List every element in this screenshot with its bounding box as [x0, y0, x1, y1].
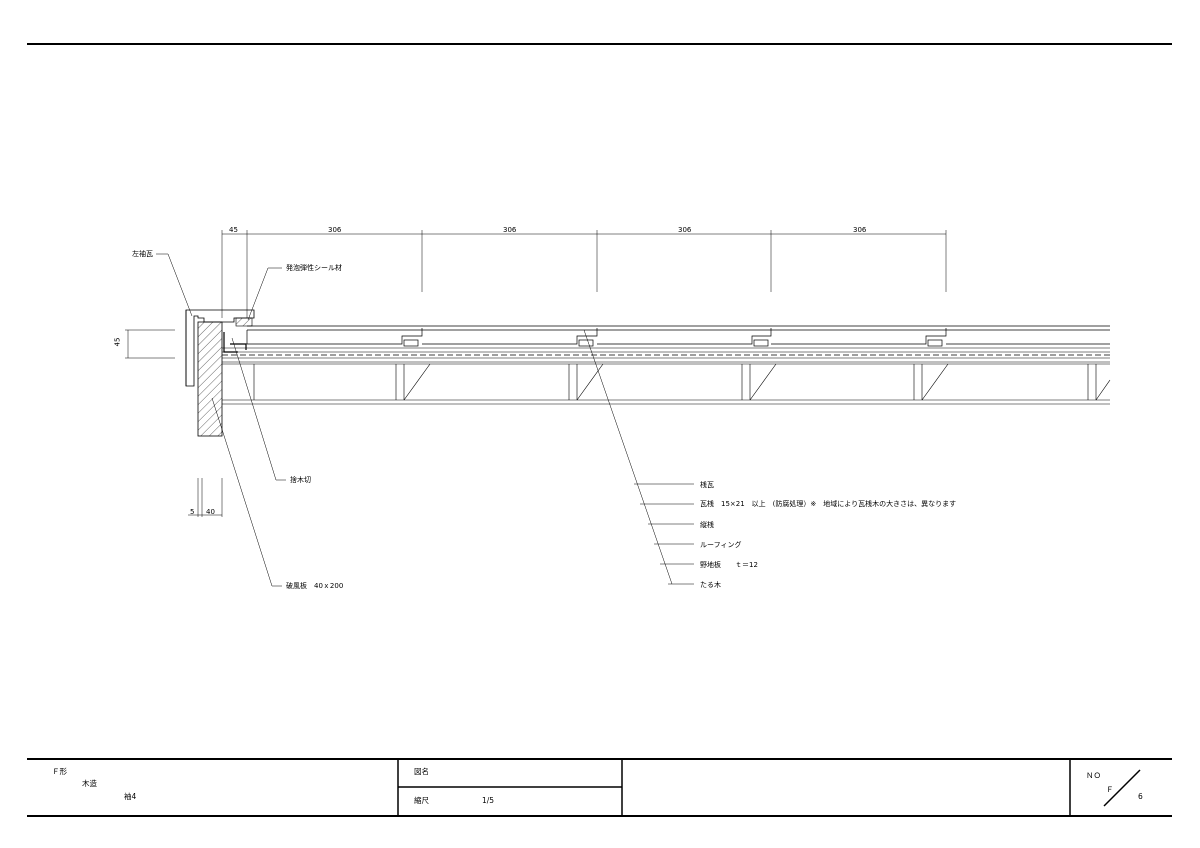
dim-top-306-a: 306: [328, 226, 342, 234]
spec-roofing: ルーフィング: [700, 541, 742, 549]
title-structure: 木造: [82, 779, 97, 788]
dim-bottom-40: 40: [206, 508, 215, 516]
label-suteki: 捨木切: [290, 476, 311, 484]
spec-taruki: たる木: [700, 581, 721, 589]
no-label: ＮＯ: [1086, 771, 1101, 780]
dim-top-306-b: 306: [503, 226, 517, 234]
title-shape: Ｆ形: [52, 767, 67, 776]
roof-layers: [222, 347, 1110, 363]
title-part: 袖4: [124, 792, 137, 801]
dim-top-306-d: 306: [853, 226, 867, 234]
drawing-name-label: 図名: [414, 767, 429, 776]
no-number: 6: [1138, 792, 1143, 801]
scale-label: 縮尺: [414, 796, 429, 805]
spec-noji: 野地板 ｔ＝12: [700, 561, 758, 569]
dim-top-45: 45: [229, 226, 238, 234]
left-sode-tile: [185, 309, 255, 387]
height-dimension: [125, 329, 175, 359]
title-block: [27, 758, 1172, 817]
no-f: Ｆ: [1106, 785, 1114, 794]
label-hafu: 破風板 40ｘ200: [286, 582, 344, 590]
leader-lines: [156, 253, 694, 587]
spec-tatesan: 縦桟: [700, 521, 714, 529]
roof-tiles: [246, 325, 1110, 347]
scale-value: 1/5: [482, 796, 495, 805]
sealant-block: [235, 317, 253, 327]
dim-top-306-c: 306: [678, 226, 692, 234]
spec-kawarasan: 瓦桟 15×21 以上 (防腐処理）※ 地域により瓦桟木の大きさは、異なります: [700, 500, 957, 508]
label-sealant: 発泡弾性シール材: [286, 264, 342, 272]
bottom-dimension: [188, 478, 223, 517]
top-dimension-lines: [221, 230, 947, 318]
rafters: [222, 363, 1111, 405]
spec-kawara: 桟瓦: [700, 481, 714, 489]
hafu-board: [197, 321, 223, 437]
suteki-piece: [223, 332, 247, 353]
dim-bottom-5: 5: [190, 508, 195, 516]
dim-height-45: 45: [113, 337, 122, 347]
label-left-sode: 左袖瓦: [132, 250, 153, 258]
